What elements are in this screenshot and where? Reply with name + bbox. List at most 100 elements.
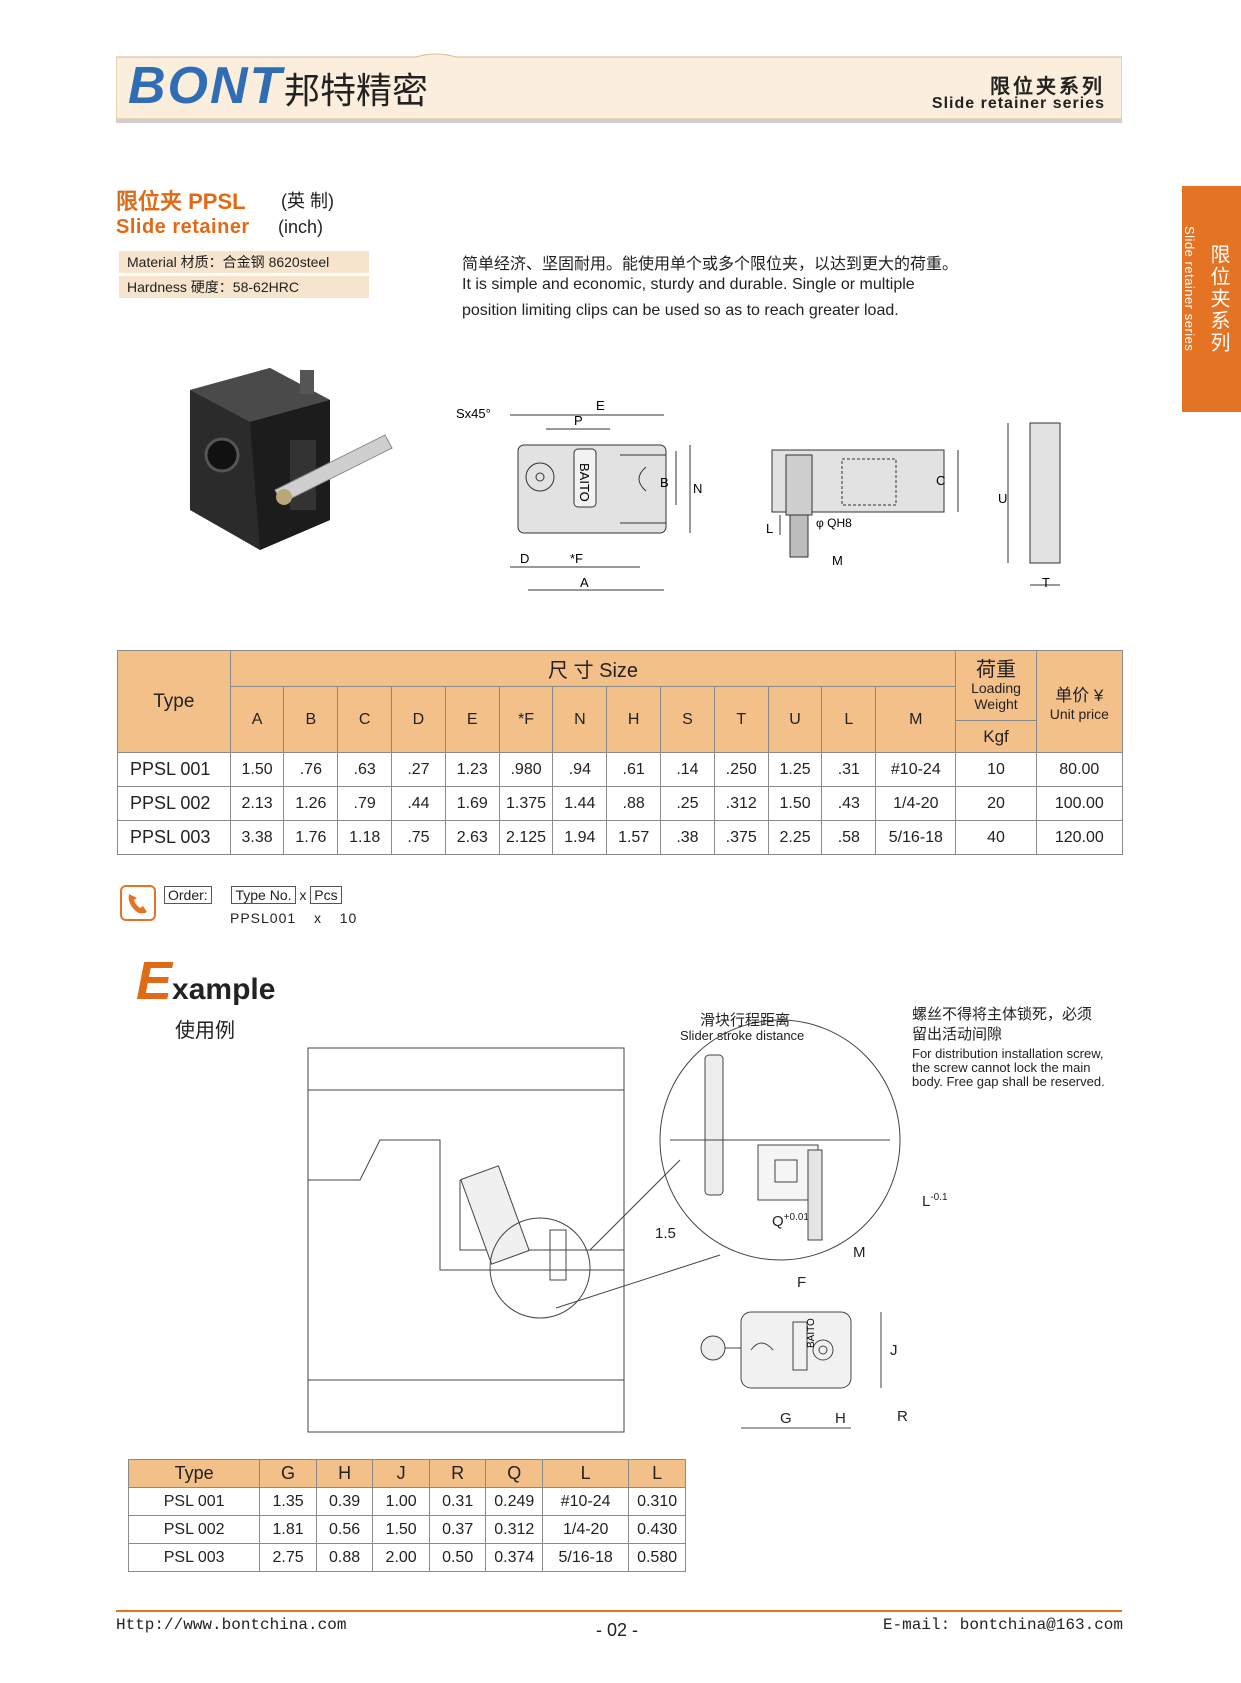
cell: 120.00 bbox=[1035, 820, 1124, 855]
cell: 0.50 bbox=[428, 1543, 487, 1572]
table-row: PSL 002 1.81 0.56 1.50 0.37 0.312 1/4-20… bbox=[127, 1515, 686, 1544]
spec-columns-row: A B C D E *F N H S T U L M bbox=[118, 686, 1123, 753]
product-title-en-sub: (inch) bbox=[278, 217, 324, 237]
dim-h: H bbox=[835, 1410, 846, 1427]
cell: .94 bbox=[552, 752, 608, 787]
dim-j: J bbox=[890, 1342, 898, 1359]
spec-col: N bbox=[552, 686, 608, 753]
note-cn-2: 留出活动间隙 bbox=[912, 1026, 1003, 1043]
label-c: C bbox=[936, 473, 945, 488]
spec-col: C bbox=[337, 686, 393, 753]
row-type: PPSL 001 bbox=[117, 752, 231, 787]
cell: 1/4-20 bbox=[542, 1515, 630, 1544]
spec-col: M bbox=[875, 686, 957, 753]
table-row: PSL 003 2.75 0.88 2.00 0.50 0.374 5/16-1… bbox=[127, 1543, 686, 1572]
cell: .88 bbox=[606, 786, 662, 821]
ex-col-type: Type bbox=[127, 1459, 261, 1488]
spec-col: D bbox=[391, 686, 446, 753]
spec-header-price: 单价 ¥ Unit price bbox=[1035, 650, 1124, 753]
cell: 2.125 bbox=[498, 820, 554, 855]
header-band bbox=[116, 53, 1122, 123]
cell: 1.00 bbox=[372, 1487, 430, 1516]
cell: .980 bbox=[498, 752, 554, 787]
footer-email[interactable]: E-mail: bontchina@163.com bbox=[882, 1616, 1123, 1634]
cell: 100.00 bbox=[1035, 786, 1124, 821]
bottom-view-drawing: BAITO bbox=[700, 1311, 882, 1429]
table-row: PPSL 003 3.38 1.76 1.18 .75 2.63 2.125 1… bbox=[117, 820, 1124, 855]
dim-r: R bbox=[897, 1408, 908, 1425]
price-en: Unit price bbox=[1049, 706, 1109, 722]
order-example: PPSL001 x 10 bbox=[230, 910, 357, 926]
product-photo bbox=[190, 368, 393, 550]
side-view-drawing bbox=[771, 449, 959, 558]
cell: PSL 002 bbox=[127, 1515, 261, 1544]
label-a: A bbox=[580, 575, 589, 590]
footer-url[interactable]: Http://www.bontchina.com bbox=[116, 1616, 347, 1634]
cell: .43 bbox=[821, 786, 877, 821]
cell: PSL 003 bbox=[127, 1543, 261, 1572]
label-qh8: φ QH8 bbox=[816, 516, 852, 530]
spec-col: *F bbox=[498, 686, 554, 753]
order-type-no: Type No. bbox=[231, 886, 296, 904]
cell: .58 bbox=[821, 820, 877, 855]
label-f: *F bbox=[570, 551, 583, 566]
cell: 1.375 bbox=[498, 786, 554, 821]
cell: #10-24 bbox=[542, 1487, 630, 1516]
dim-q-label: Q bbox=[772, 1213, 784, 1230]
spec-col: B bbox=[283, 686, 339, 753]
brand-name-cn: 邦特精密 bbox=[284, 71, 429, 112]
example-table: Type G H J R Q L L PSL 001 1.35 0.39 1.0… bbox=[127, 1459, 686, 1572]
ex-col: L bbox=[628, 1459, 686, 1488]
cell: 1.26 bbox=[283, 786, 339, 821]
cell: 1.23 bbox=[444, 752, 500, 787]
order-example-qty: 10 bbox=[339, 910, 358, 926]
series-title-cn: 限位夹系列 bbox=[990, 76, 1105, 98]
cell: 3.38 bbox=[229, 820, 285, 855]
stroke-label-en: Slider stroke distance bbox=[680, 1028, 805, 1043]
label-p: P bbox=[574, 413, 583, 428]
spec-col: T bbox=[713, 686, 769, 753]
ex-col: J bbox=[372, 1459, 430, 1488]
cell: 0.56 bbox=[315, 1515, 374, 1544]
brand-logo: BONT bbox=[128, 57, 284, 115]
cell: PSL 001 bbox=[127, 1487, 261, 1516]
cell: 1.50 bbox=[229, 752, 285, 787]
description-en-2: position limiting clips can be used so a… bbox=[462, 302, 899, 319]
product-title-cn: 限位夹 PPSL bbox=[116, 189, 246, 214]
dim-1-5: 1.5 bbox=[655, 1225, 676, 1242]
cell: 0.249 bbox=[485, 1487, 544, 1516]
cell: 0.312 bbox=[485, 1515, 544, 1544]
dim-l: L-0.1 bbox=[922, 1192, 948, 1210]
cell: 2.63 bbox=[444, 820, 500, 855]
example-title-cn: 使用例 bbox=[175, 1020, 235, 1042]
cell: 2.25 bbox=[767, 820, 823, 855]
label-u: U bbox=[998, 491, 1007, 506]
cell: 2.13 bbox=[229, 786, 285, 821]
cell: 1.76 bbox=[283, 820, 339, 855]
note-en-2: the screw cannot lock the main bbox=[912, 1060, 1091, 1075]
spec-header-size: 尺 寸 Size bbox=[229, 650, 957, 687]
cell: 5/16-18 bbox=[875, 820, 957, 855]
cell: 2.75 bbox=[259, 1543, 317, 1572]
dim-m: M bbox=[853, 1244, 866, 1261]
cell: 80.00 bbox=[1035, 752, 1124, 787]
cell: 0.580 bbox=[628, 1543, 686, 1572]
spec-col: U bbox=[767, 686, 823, 753]
cell: .14 bbox=[660, 752, 715, 787]
dim-l-tol: -0.1 bbox=[930, 1192, 948, 1203]
cell: .79 bbox=[337, 786, 393, 821]
dim-q: Q+0.01 bbox=[772, 1212, 809, 1230]
cell: 1.50 bbox=[372, 1515, 430, 1544]
order-times: x bbox=[299, 887, 307, 903]
cell: 20 bbox=[955, 786, 1037, 821]
material-spec: Material 材质：合金钢 8620steel bbox=[119, 251, 369, 273]
cell: 0.374 bbox=[485, 1543, 544, 1572]
cell: 0.88 bbox=[315, 1543, 374, 1572]
cell: .25 bbox=[660, 786, 715, 821]
cell: .76 bbox=[283, 752, 339, 787]
cell: 1.50 bbox=[767, 786, 823, 821]
row-type: PPSL 002 bbox=[117, 786, 231, 821]
cell: .38 bbox=[660, 820, 715, 855]
table-row: PSL 001 1.35 0.39 1.00 0.31 0.249 #10-24… bbox=[127, 1487, 686, 1516]
